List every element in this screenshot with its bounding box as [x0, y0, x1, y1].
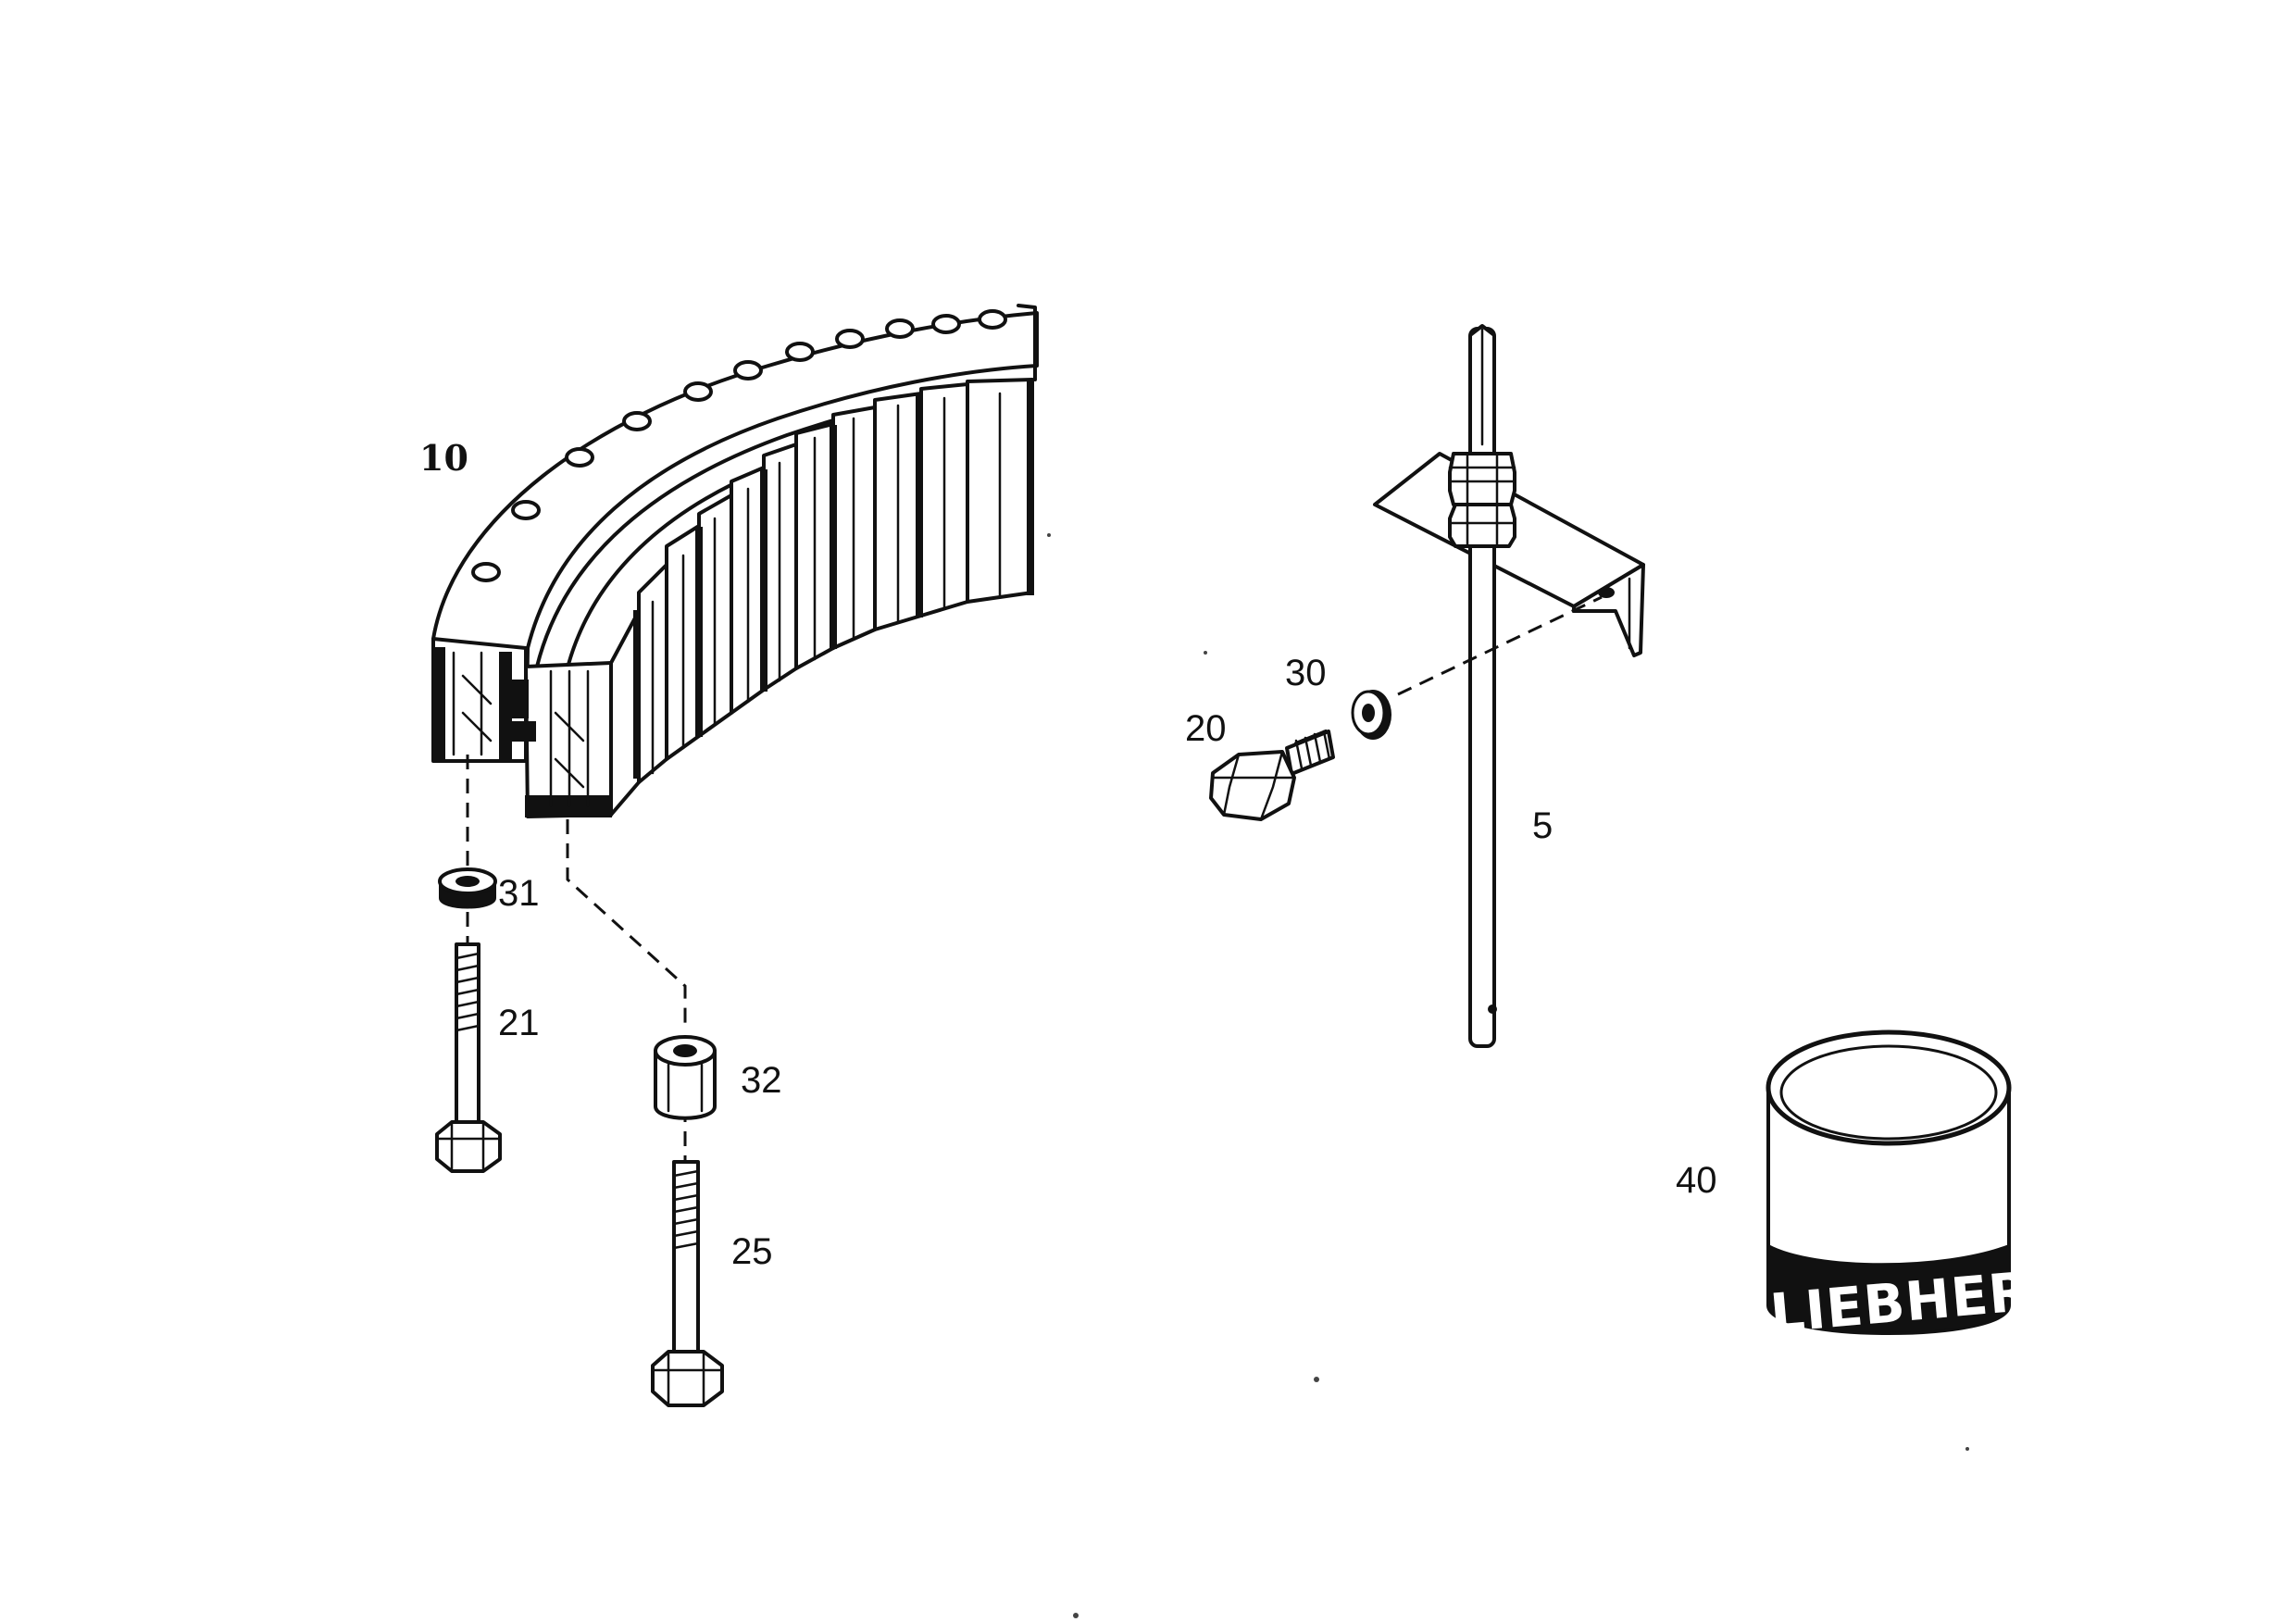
grease-can-part-40	[1766, 1029, 2012, 1335]
spacer-part-32	[654, 1035, 717, 1120]
washer-part-31	[438, 867, 497, 909]
callout-40: 40	[1676, 1160, 1717, 1201]
callout-30: 30	[1285, 653, 1327, 693]
callout-25: 25	[731, 1231, 773, 1272]
callout-5: 5	[1532, 805, 1553, 846]
slewing-ring-part-10	[431, 304, 1039, 818]
assembly-line-bracket	[1397, 595, 1603, 696]
callout-32: 32	[741, 1060, 782, 1101]
callout-20: 20	[1185, 708, 1227, 749]
callout-21: 21	[498, 1003, 540, 1043]
scan-specks	[1047, 533, 1969, 1618]
bolt-part-21	[435, 942, 502, 1173]
bolt-part-25	[651, 1160, 724, 1407]
callout-31: 31	[498, 873, 540, 914]
callout-10: 10	[419, 437, 468, 479]
bolt-part-20	[1209, 730, 1335, 821]
ring-bolt-holes	[471, 309, 1007, 582]
rod-bracket-part-5	[1373, 324, 1645, 1048]
washer-part-30	[1351, 690, 1391, 740]
